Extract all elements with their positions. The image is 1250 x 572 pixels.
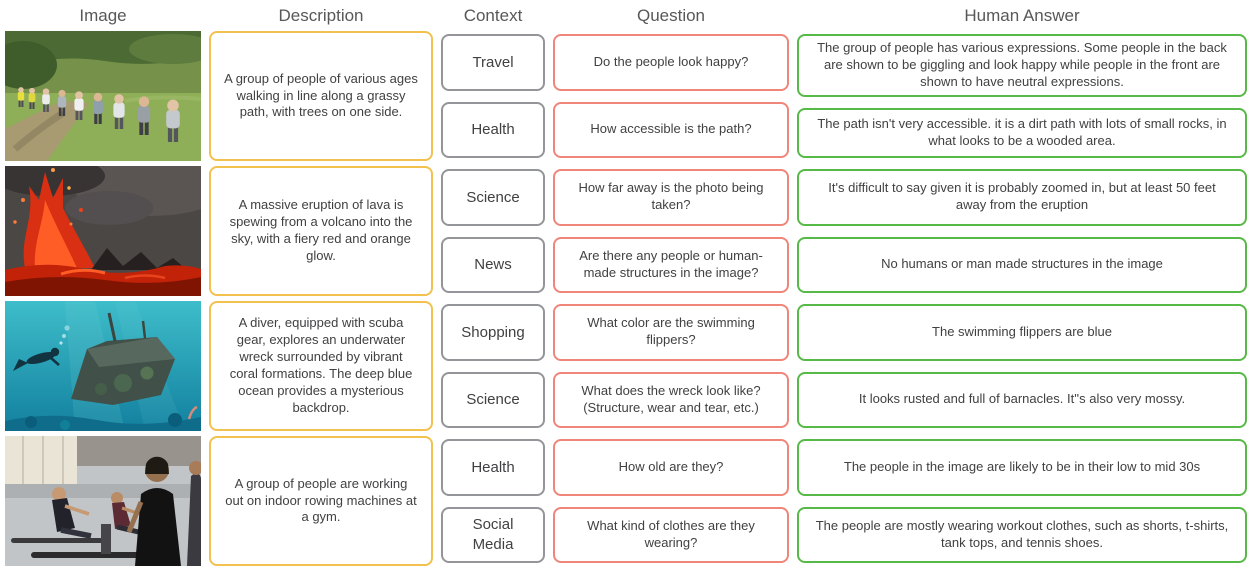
- answer-box: The path isn't very accessible. it is a …: [797, 107, 1247, 158]
- column-header-human-answer: Human Answer: [964, 6, 1080, 25]
- context-label: Science: [466, 391, 520, 408]
- column-header-description: Description: [278, 6, 364, 25]
- context-label: Science: [466, 188, 520, 206]
- description-text: A group of people of various ages walkin…: [224, 70, 418, 120]
- context-box: Travel: [441, 34, 545, 91]
- question-box: What does the wreck look like? (Structur…: [553, 371, 789, 428]
- answer-box: The people in the image are likely to be…: [797, 439, 1247, 496]
- answer-column: It's difficult to say given it is probab…: [797, 166, 1247, 296]
- answer-column: The people in the image are likely to be…: [797, 436, 1247, 566]
- column-header-question: Question: [636, 6, 706, 25]
- underwater-wreck-illustration: [5, 301, 201, 431]
- context-box: Shopping: [441, 304, 545, 361]
- answer-column: The group of people has various expressi…: [797, 31, 1247, 161]
- volcano-illustration: [5, 166, 201, 296]
- context-column: Travel Health: [441, 31, 545, 161]
- context-box: Science: [441, 371, 545, 428]
- question-box: How old are they?: [553, 439, 789, 496]
- description-box: A group of people are working out on ind…: [209, 436, 433, 566]
- question-column: How old are they? What kind of clothes a…: [553, 436, 789, 566]
- photo-hikers-walking-grassy-path: [5, 31, 201, 161]
- description-box: A massive eruption of lava is spewing fr…: [209, 166, 433, 296]
- description-box: A group of people of various ages walkin…: [209, 31, 433, 161]
- question-box: Do the people look happy?: [553, 34, 789, 91]
- column-header-context: Context: [463, 6, 523, 25]
- context-label: Shopping: [461, 323, 525, 341]
- context-column: Science News: [441, 166, 545, 296]
- context-box: News: [441, 236, 545, 293]
- context-box: Health: [441, 101, 545, 158]
- question-text: How accessible is the path?: [590, 121, 752, 137]
- answer-text: It looks rusted and full of barnacles. I…: [858, 391, 1186, 407]
- question-box: Are there any people or human-made struc…: [553, 236, 789, 293]
- question-box: How far away is the photo being taken?: [553, 169, 789, 226]
- question-column: How far away is the photo being taken? A…: [553, 166, 789, 296]
- context-label: Health: [471, 458, 515, 476]
- context-column: Health Social Media: [441, 436, 545, 566]
- description-text: A massive eruption of lava is spewing fr…: [229, 197, 413, 263]
- question-text: How old are they?: [618, 458, 724, 474]
- context-box: Health: [441, 439, 545, 496]
- question-column: What color are the swimming flippers? Wh…: [553, 301, 789, 431]
- answer-text: The group of people has various expressi…: [817, 40, 1227, 89]
- context-label: News: [474, 256, 512, 273]
- column-headers: Image Description Context Question Human…: [5, 6, 1247, 26]
- question-text: Are there any people or human-made struc…: [579, 247, 763, 280]
- answer-box: The people are mostly wearing workout cl…: [797, 506, 1247, 563]
- question-text: What does the wreck look like? (Structur…: [581, 382, 761, 415]
- question-text: What kind of clothes are they wearing?: [587, 517, 755, 550]
- question-box: How accessible is the path?: [553, 101, 789, 158]
- answer-text: No humans or man made structures in the …: [881, 256, 1163, 272]
- question-column: Do the people look happy? How accessible…: [553, 31, 789, 161]
- description-text: A group of people are working out on ind…: [225, 475, 417, 525]
- gym-rowing-illustration: [5, 436, 201, 566]
- answer-box: The group of people has various expressi…: [797, 34, 1247, 97]
- column-header-image: Image: [79, 6, 127, 25]
- context-label: Travel: [472, 53, 514, 71]
- example-rows: A group of people of various ages walkin…: [5, 31, 1247, 568]
- description-text: A diver, equipped with scuba gear, explo…: [229, 315, 413, 415]
- context-column: Shopping Science: [441, 301, 545, 431]
- question-box: What color are the swimming flippers?: [553, 304, 789, 361]
- photo-gym-rowing-machines: [5, 436, 201, 566]
- question-text: How far away is the photo being taken?: [578, 180, 764, 213]
- answer-box: It looks rusted and full of barnacles. I…: [797, 371, 1247, 428]
- question-text: Do the people look happy?: [593, 53, 749, 69]
- example-row-hikers: A group of people of various ages walkin…: [5, 31, 1247, 161]
- context-label: Health: [471, 121, 515, 138]
- context-box: Social Media: [441, 506, 545, 563]
- answer-box: The swimming flippers are blue: [797, 304, 1247, 361]
- photo-scuba-diver-wreck: [5, 301, 201, 431]
- context-label: Social Media: [472, 516, 514, 553]
- photo-volcano-lava-eruption: [5, 166, 201, 296]
- answer-text: The people are mostly wearing workout cl…: [815, 517, 1229, 550]
- description-box: A diver, equipped with scuba gear, explo…: [209, 301, 433, 431]
- answer-box: It's difficult to say given it is probab…: [797, 169, 1247, 226]
- context-box: Science: [441, 169, 545, 226]
- answer-text: The path isn't very accessible. it is a …: [817, 115, 1227, 148]
- hikers-illustration: [5, 31, 201, 161]
- question-box: What kind of clothes are they wearing?: [553, 506, 789, 563]
- answer-text: The people in the image are likely to be…: [843, 458, 1201, 474]
- answer-text: The swimming flippers are blue: [932, 323, 1112, 339]
- answer-column: The swimming flippers are blue It looks …: [797, 301, 1247, 431]
- answer-box: No humans or man made structures in the …: [797, 236, 1247, 293]
- question-text: What color are the swimming flippers?: [587, 315, 755, 348]
- example-row-gym-rowing: A group of people are working out on ind…: [5, 436, 1247, 566]
- example-row-volcano: A massive eruption of lava is spewing fr…: [5, 166, 1247, 296]
- example-row-underwater-wreck: A diver, equipped with scuba gear, explo…: [5, 301, 1247, 431]
- answer-text: It's difficult to say given it is probab…: [828, 180, 1216, 213]
